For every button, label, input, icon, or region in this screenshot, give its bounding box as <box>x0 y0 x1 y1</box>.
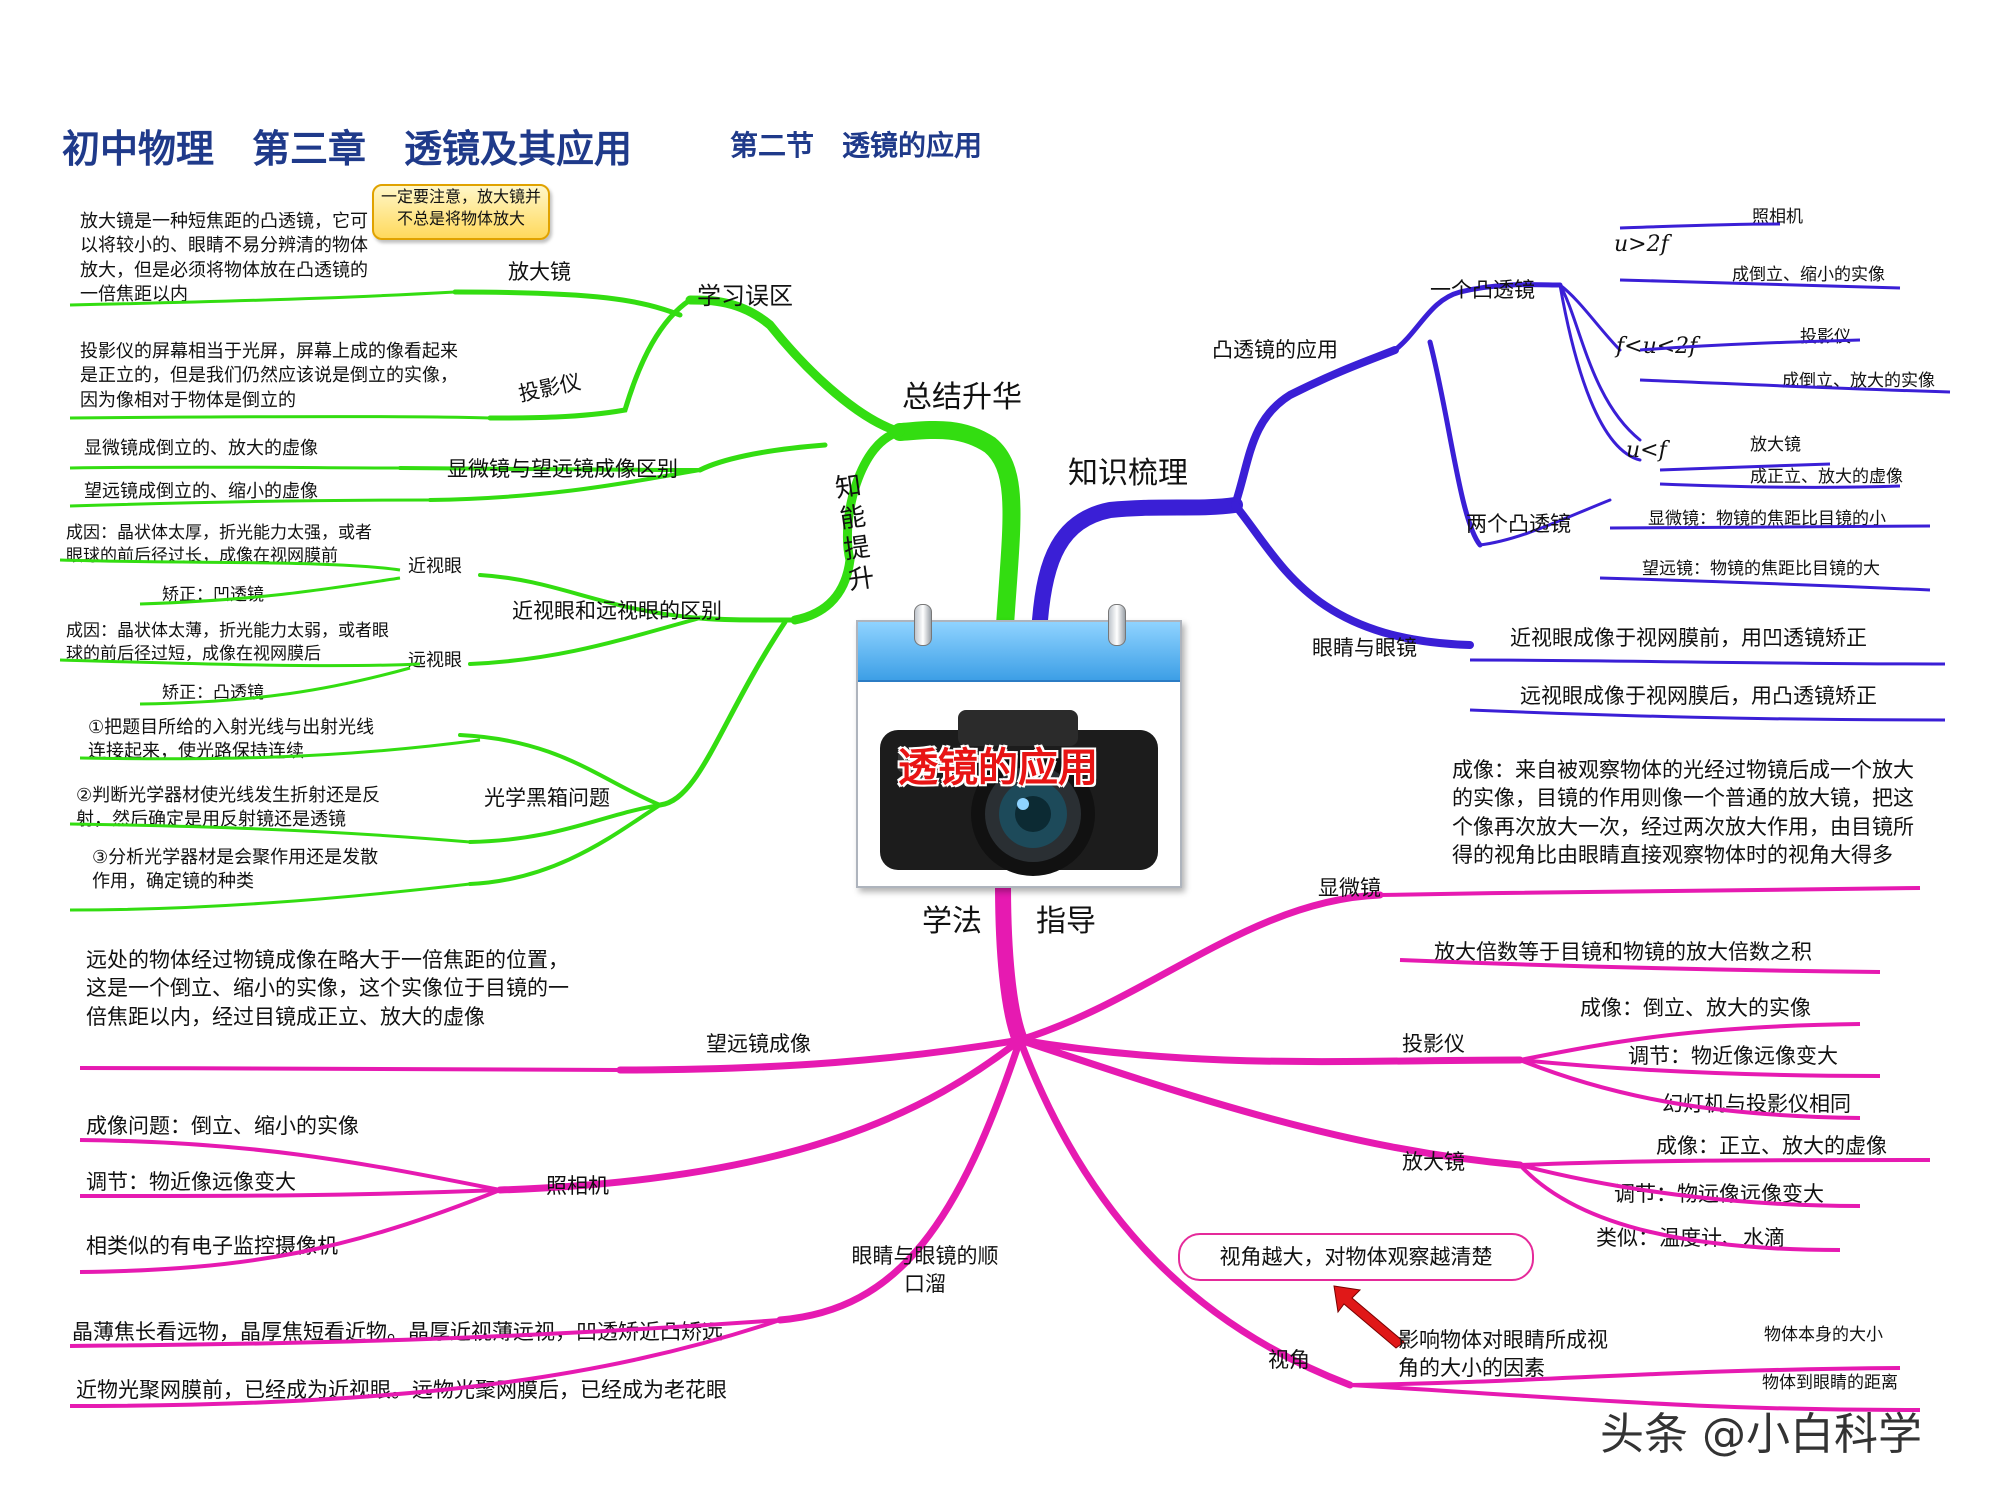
node-angle-2: 物体到眼睛的距离 <box>1762 1373 1898 1393</box>
node-blackbox-3: ③分析光学器材是会聚作用还是发散作用，确定镜的种类 <box>92 847 379 893</box>
node-one-lens: 一个凸透镜 <box>1430 278 1535 302</box>
node-condition-2-a: 投影仪 <box>1800 327 1851 347</box>
node-scopes: 显微镜与望远镜成像区别 <box>447 457 678 481</box>
node-two-lens: 两个凸透镜 <box>1466 512 1571 536</box>
node-magnifier-text: 放大镜是一种短焦距的凸透镜，它可以将较小的、眼睛不易分辨清的物体放大，但是必须将… <box>80 211 368 305</box>
node-angle-factor: 影响物体对眼睛所成视角的大小的因素 <box>1398 1328 1608 1381</box>
calendar-header <box>858 622 1180 682</box>
node-condition-2-b: 成倒立、放大的实像 <box>1782 371 1935 391</box>
node-magnifier: 放大镜 <box>508 260 571 284</box>
page-subtitle: 第二节 透镜的应用 <box>730 129 983 162</box>
node-magnifier-pink-2: 调节：物远像远像变大 <box>1614 1182 1824 1206</box>
node-blackbox-1: ①把题目所给的入射光线与出射光线连接起来，使光路保持连续 <box>88 717 375 763</box>
section-method-b: 指导 <box>1036 904 1096 939</box>
node-telescope: 望远镜成像 <box>706 1032 811 1056</box>
node-rhyme-1: 晶薄焦长看远物，晶厚焦短看近物。晶厚近视薄远视，凹透矫近凸矫远 <box>72 1320 723 1344</box>
node-convex-app: 凸透镜的应用 <box>1212 338 1338 362</box>
node-eye-glass: 眼睛与眼镜 <box>1312 636 1417 660</box>
node-hyperopia: 远视眼 <box>408 650 462 671</box>
node-condition-3: u<f <box>1626 438 1667 463</box>
calendar-ring-icon <box>1108 604 1126 646</box>
node-blackbox: 光学黑箱问题 <box>484 786 610 810</box>
node-rhyme-2: 近物光聚网膜前，已经成为近视眼。远物光聚网膜后，已经成为老花眼 <box>76 1378 727 1402</box>
node-projector-pink-1: 成像：倒立、放大的实像 <box>1580 996 1811 1020</box>
section-knowledge: 知识梳理 <box>1068 456 1188 491</box>
node-magnifier-pink-1: 成像：正立、放大的虚像 <box>1656 1134 1887 1158</box>
watermark: 头条 @小白科学 <box>1600 1409 1922 1460</box>
node-telescope-text: 远处的物体经过物镜成像在略大于一倍焦距的位置，这是一个倒立、缩小的实像，这个实像… <box>86 948 569 1029</box>
arrow-icon <box>1333 1285 1405 1349</box>
node-eye-glass-2: 远视眼成像于视网膜后，用凸透镜矫正 <box>1520 684 1877 708</box>
node-projector-pink: 投影仪 <box>1402 1032 1465 1056</box>
node-eye-glass-1: 近视眼成像于视网膜前，用凹透镜矫正 <box>1510 626 1867 650</box>
node-eyes: 近视眼和远视眼的区别 <box>512 599 722 623</box>
node-microscope-text: 成像：来自被观察物体的光经过物镜后成一个放大的实像，目镜的作用则像一个普通的放大… <box>1452 758 1914 868</box>
section-method-a: 学法 <box>922 904 982 939</box>
node-projector-text: 投影仪的屏幕相当于光屏，屏幕上成的像看起来是正立的，但是我们仍然应该说是倒立的实… <box>80 341 458 411</box>
node-hyperopia-fix: 矫正：凸透镜 <box>162 683 264 703</box>
node-condition-3-a: 放大镜 <box>1750 435 1801 455</box>
node-magnifier-pink-3: 类似：温度计、水滴 <box>1596 1226 1785 1250</box>
node-camera: 照相机 <box>546 1174 609 1198</box>
node-projector-pink-2: 调节：物近像远像变大 <box>1628 1044 1838 1068</box>
node-blackbox-2: ②判断光学器材使光线发生折射还是反射，然后确定是用反射镜还是透镜 <box>76 785 381 831</box>
node-myopia-fix: 矫正：凹透镜 <box>162 585 264 605</box>
center-calendar-card <box>856 604 1182 888</box>
page-title: 初中物理 第三章 透镜及其应用 <box>62 127 633 171</box>
node-camera-2: 调节：物近像远像变大 <box>86 1170 296 1194</box>
node-microscope-mag: 放大倍数等于目镜和物镜的放大倍数之积 <box>1434 940 1812 964</box>
node-scope-2: 望远镜成倒立的、缩小的虚像 <box>84 481 318 502</box>
node-scope-1: 显微镜成倒立的、放大的虚像 <box>84 438 318 459</box>
node-camera-3: 相类似的有电子监控摄像机 <box>86 1234 338 1258</box>
camera-icon <box>880 710 1158 876</box>
bubble-note: 视角越大，对物体观察越清楚 <box>1178 1233 1534 1281</box>
node-hyperopia-cause: 成因：晶状体太薄，折光能力太弱，或者眼球的前后径过短，成像在视网膜后 <box>66 621 389 664</box>
node-condition-3-b: 成正立、放大的虚像 <box>1750 467 1903 487</box>
node-projector-pink-3: 幻灯机与投影仪相同 <box>1662 1092 1851 1116</box>
node-angle-1: 物体本身的大小 <box>1764 1325 1883 1345</box>
node-condition-1-a: 照相机 <box>1752 207 1803 227</box>
node-myopia: 近视眼 <box>408 556 462 577</box>
node-microscope: 显微镜 <box>1318 876 1381 900</box>
node-angle: 视角 <box>1268 1348 1310 1372</box>
section-summary: 总结升华 <box>902 380 1022 415</box>
node-misconceptions: 学习误区 <box>697 282 793 310</box>
node-rhyme: 眼睛与眼镜的顺口溜 <box>851 1244 999 1297</box>
node-magnifier-pink: 放大镜 <box>1402 1150 1465 1174</box>
callout-note: 一定要注意，放大镜并不总是将物体放大 <box>372 184 550 240</box>
node-two-lens-2: 望远镜：物镜的焦距比目镜的大 <box>1642 559 1880 579</box>
center-label: 透镜的应用 <box>897 744 1099 792</box>
node-condition-2: f<u<2f <box>1616 334 1698 359</box>
node-camera-1: 成像问题：倒立、缩小的实像 <box>86 1114 359 1138</box>
node-condition-1-b: 成倒立、缩小的实像 <box>1732 265 1885 285</box>
node-two-lens-1: 显微镜：物镜的焦距比目镜的小 <box>1648 509 1886 529</box>
node-myopia-cause: 成因：晶状体太厚，折光能力太强，或者眼球的前后径过长，成像在视网膜前 <box>66 523 372 566</box>
calendar-ring-icon <box>914 604 932 646</box>
node-condition-1: u>2f <box>1614 232 1669 257</box>
